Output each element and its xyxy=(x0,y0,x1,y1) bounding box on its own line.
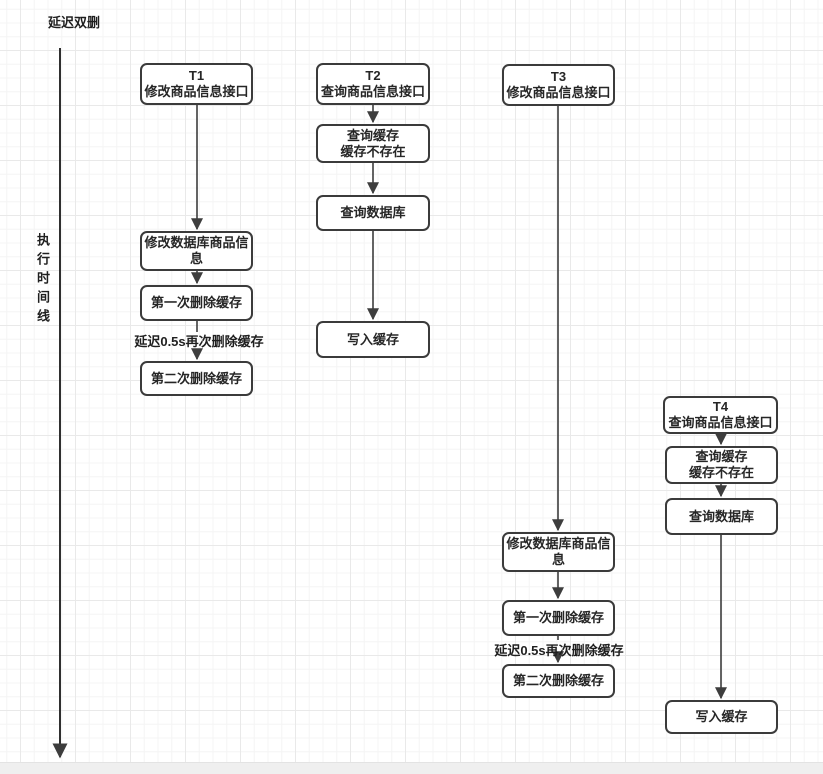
node-t3-update-db[interactable]: 修改数据库商品信息 xyxy=(502,532,615,572)
node-label: 修改商品信息接口 xyxy=(144,84,249,99)
node-t4-header[interactable]: T4 查询商品信息接口 xyxy=(663,396,778,434)
node-label: 查询商品信息接口 xyxy=(320,84,425,99)
node-label: 写入缓存 xyxy=(695,709,748,724)
node-label: T3 xyxy=(550,69,567,84)
node-label: T4 xyxy=(712,399,729,414)
node-t1-first-delete-cache[interactable]: 第一次删除缓存 xyxy=(140,285,253,321)
node-t2-header[interactable]: T2 查询商品信息接口 xyxy=(316,63,430,105)
node-label: 修改商品信息接口 xyxy=(506,85,611,100)
diagram-title: 延迟双删 xyxy=(48,15,101,30)
node-label: 第二次删除缓存 xyxy=(512,673,604,688)
node-label: 查询数据库 xyxy=(688,508,754,524)
node-t2-query-db[interactable]: 查询数据库 xyxy=(316,195,430,231)
node-label: 缓存不存在 xyxy=(340,143,406,159)
node-label: 第二次删除缓存 xyxy=(150,370,242,386)
node-t4-write-cache[interactable]: 写入缓存 xyxy=(665,700,778,734)
node-label: 第一次删除缓存 xyxy=(150,295,242,310)
node-label: T1 xyxy=(188,68,205,83)
node-t3-second-delete-cache[interactable]: 第二次删除缓存 xyxy=(502,664,615,698)
node-label: 查询数据库 xyxy=(340,205,406,220)
node-label: T2 xyxy=(365,68,381,83)
node-label: 写入缓存 xyxy=(346,331,399,347)
timeline-axis-label: 执行时间线 xyxy=(35,233,50,328)
node-label: 修改数据库商品信息 xyxy=(144,235,249,266)
node-t3-first-delete-cache[interactable]: 第一次删除缓存 xyxy=(502,600,615,636)
edge-label-t3-delay: 延迟0.5s再次删除缓存 xyxy=(494,643,624,658)
node-label: 修改数据库商品信息 xyxy=(506,536,611,567)
node-label: 查询商品信息接口 xyxy=(668,415,773,430)
node-t4-query-cache[interactable]: 查询缓存 缓存不存在 xyxy=(665,446,778,484)
node-t2-write-cache[interactable]: 写入缓存 xyxy=(316,321,430,358)
node-t1-header[interactable]: T1 修改商品信息接口 xyxy=(140,63,253,105)
node-t3-header[interactable]: T3 修改商品信息接口 xyxy=(502,64,615,106)
node-t2-query-cache[interactable]: 查询缓存 缓存不存在 xyxy=(316,124,430,163)
node-label: 查询缓存 xyxy=(695,449,748,464)
node-t1-update-db[interactable]: 修改数据库商品信息 xyxy=(140,231,253,271)
edge-label-t1-delay: 延迟0.5s再次删除缓存 xyxy=(134,334,264,349)
node-t1-second-delete-cache[interactable]: 第二次删除缓存 xyxy=(140,361,253,396)
canvas-edge-strip xyxy=(0,762,823,774)
node-label: 第一次删除缓存 xyxy=(512,610,604,625)
node-label: 查询缓存 xyxy=(346,127,399,143)
node-label: 缓存不存在 xyxy=(688,465,754,480)
node-t4-query-db[interactable]: 查询数据库 xyxy=(665,498,778,535)
